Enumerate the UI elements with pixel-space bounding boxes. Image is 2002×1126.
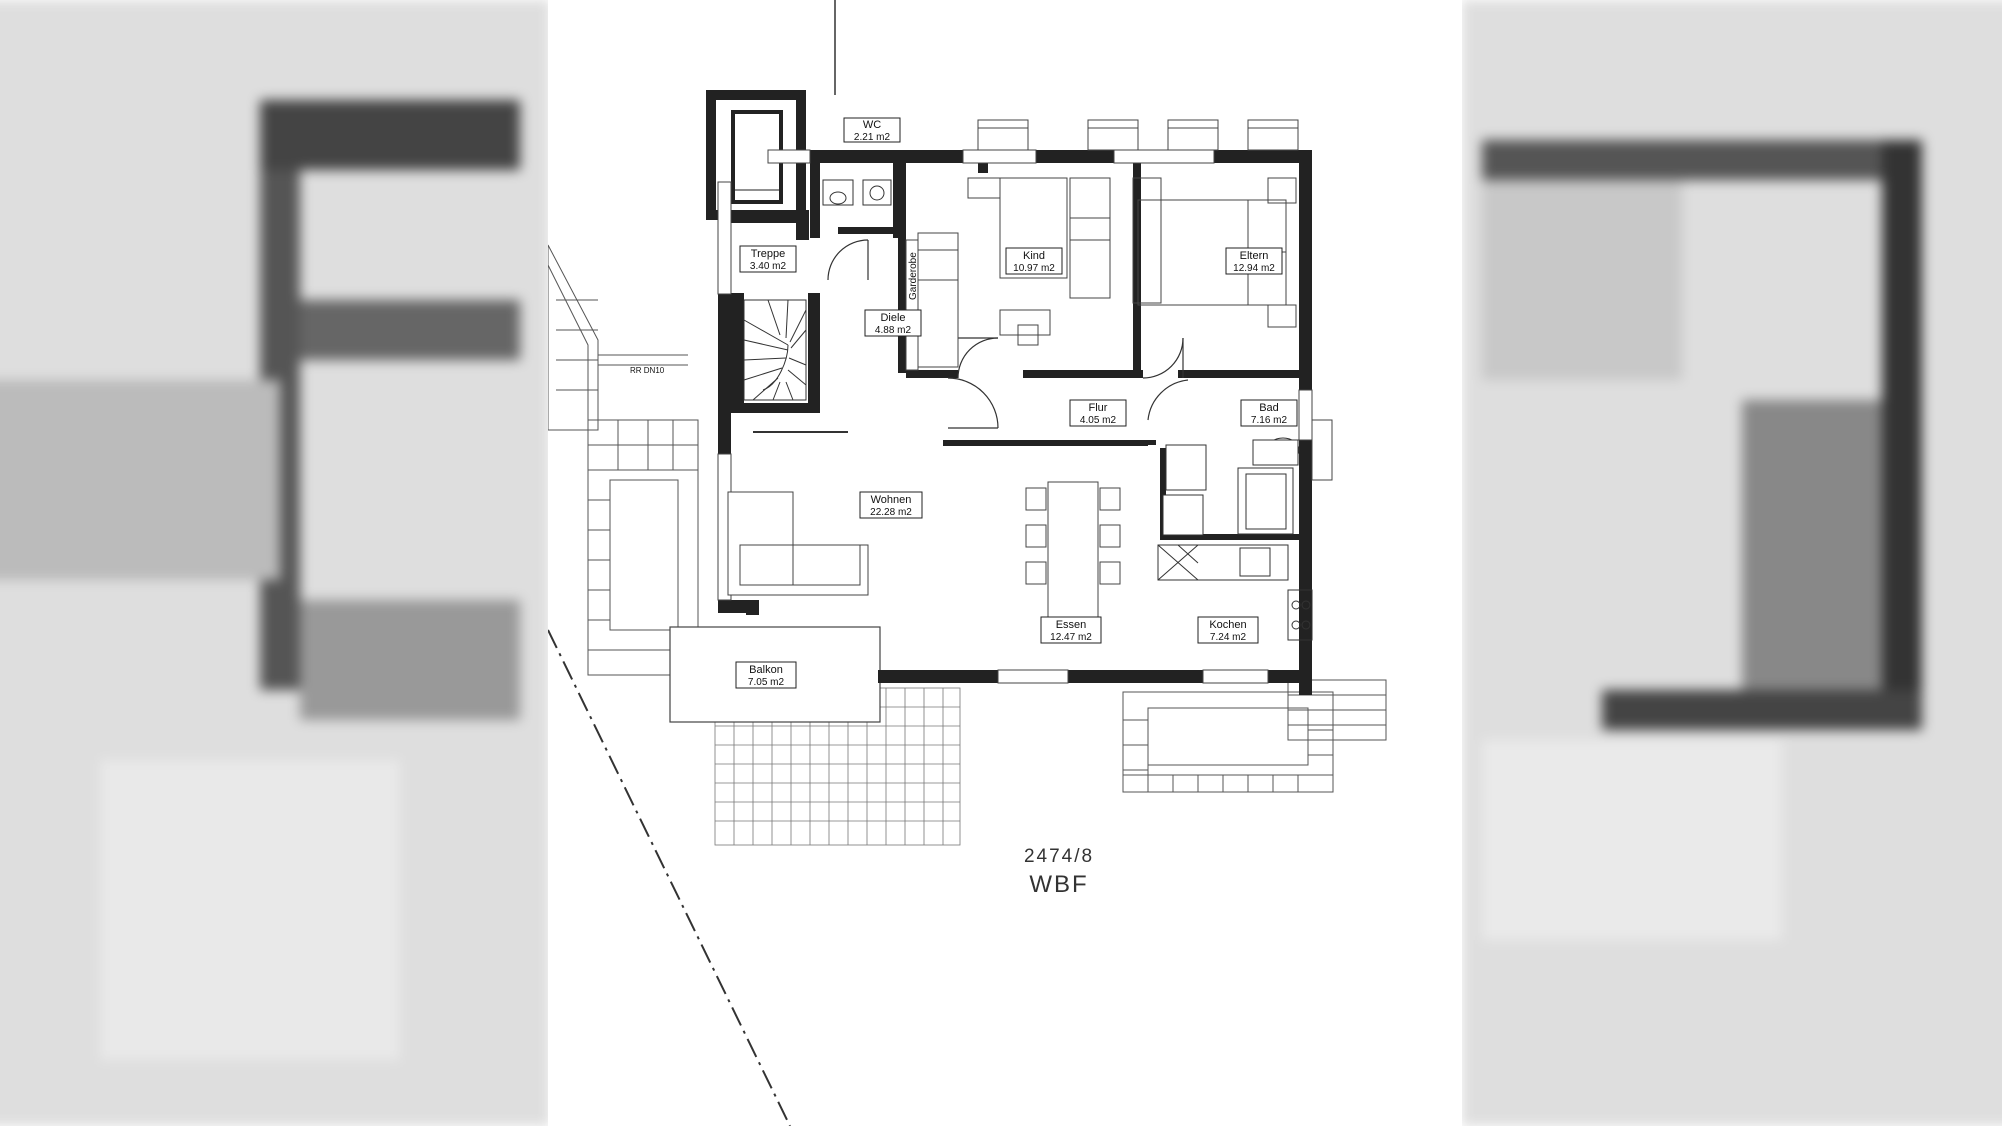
- property-boundary-line: [547, 629, 791, 1126]
- room-area: 3.40 m2: [750, 261, 787, 272]
- room-name: Eltern: [1240, 250, 1269, 262]
- room-area: 4.05 m2: [1080, 415, 1117, 426]
- left-brick-wall: [547, 244, 688, 431]
- room-area: 7.16 m2: [1251, 415, 1288, 426]
- garderobe-label: Garderobe: [908, 252, 919, 300]
- room-label-balkon: Balkon 7.05 m2: [735, 661, 797, 689]
- lot-code: WBF: [1029, 871, 1088, 898]
- floor-plan-drawing: Garderobe: [547, 0, 1387, 1126]
- spiral-staircase: [743, 299, 807, 401]
- wc-fixtures: [822, 179, 892, 206]
- door-swings: [827, 239, 1189, 429]
- room-label-diele: Diele 4.88 m2: [864, 309, 922, 337]
- exterior-walls: [718, 150, 1312, 695]
- room-area: 12.47 m2: [1050, 632, 1092, 643]
- room-area: 7.24 m2: [1210, 632, 1247, 643]
- blurred-background-left: [0, 0, 550, 1126]
- room-label-wc: WC 2.21 m2: [843, 117, 901, 143]
- room-label-flur: Flur 4.05 m2: [1069, 399, 1127, 427]
- room-name: Wohnen: [871, 494, 912, 506]
- room-name: Kind: [1023, 250, 1045, 262]
- room-label-kochen: Kochen 7.24 m2: [1197, 616, 1259, 644]
- room-name: WC: [863, 119, 881, 131]
- blurred-background-right: [1462, 0, 2002, 1126]
- room-name: Kochen: [1209, 619, 1246, 631]
- bad-fixtures: [1162, 437, 1300, 536]
- dining-table-set: [1025, 481, 1121, 618]
- right-stone-terrace: [1122, 691, 1334, 793]
- room-label-bad: Bad 7.16 m2: [1240, 399, 1298, 427]
- windows-top: [767, 119, 1299, 164]
- kind-furniture: [917, 177, 1111, 368]
- room-name: Treppe: [751, 248, 785, 260]
- room-name: Balkon: [749, 664, 783, 676]
- interior-walls: [898, 163, 1299, 540]
- room-area: 10.97 m2: [1013, 263, 1055, 274]
- room-name: Essen: [1056, 619, 1087, 631]
- room-area: 12.94 m2: [1233, 263, 1275, 274]
- kitchen-fixtures: [1157, 544, 1313, 641]
- room-name: Diele: [880, 312, 905, 324]
- floor-plan-sheet: Garderobe: [547, 0, 1462, 1126]
- left-stone-terrace: [587, 419, 699, 676]
- room-label-wohnen: Wohnen 22.28 m2: [859, 491, 923, 519]
- room-label-essen: Essen 12.47 m2: [1040, 616, 1102, 644]
- outside-steps: [1287, 679, 1387, 741]
- stairwell-walls: [731, 210, 820, 413]
- room-label-eltern: Eltern 12.94 m2: [1225, 247, 1283, 275]
- room-label-treppe: Treppe 3.40 m2: [739, 245, 797, 273]
- lot-number: 2474/8: [1024, 846, 1094, 867]
- pipe-note: RR DN10: [630, 366, 665, 375]
- room-name: Bad: [1259, 402, 1279, 414]
- sofa: [727, 491, 869, 596]
- windows-side: [717, 181, 1333, 684]
- room-area: 7.05 m2: [748, 677, 785, 688]
- room-area: 22.28 m2: [870, 507, 912, 518]
- room-name: Flur: [1089, 402, 1108, 414]
- room-label-kind: Kind 10.97 m2: [1005, 247, 1063, 275]
- room-labels: WC 2.21 m2 Treppe 3.40 m2 Kind 10.97 m2 …: [735, 117, 1298, 689]
- room-area: 4.88 m2: [875, 325, 912, 336]
- garderobe-cabinet: [905, 239, 919, 371]
- room-area: 2.21 m2: [854, 132, 891, 143]
